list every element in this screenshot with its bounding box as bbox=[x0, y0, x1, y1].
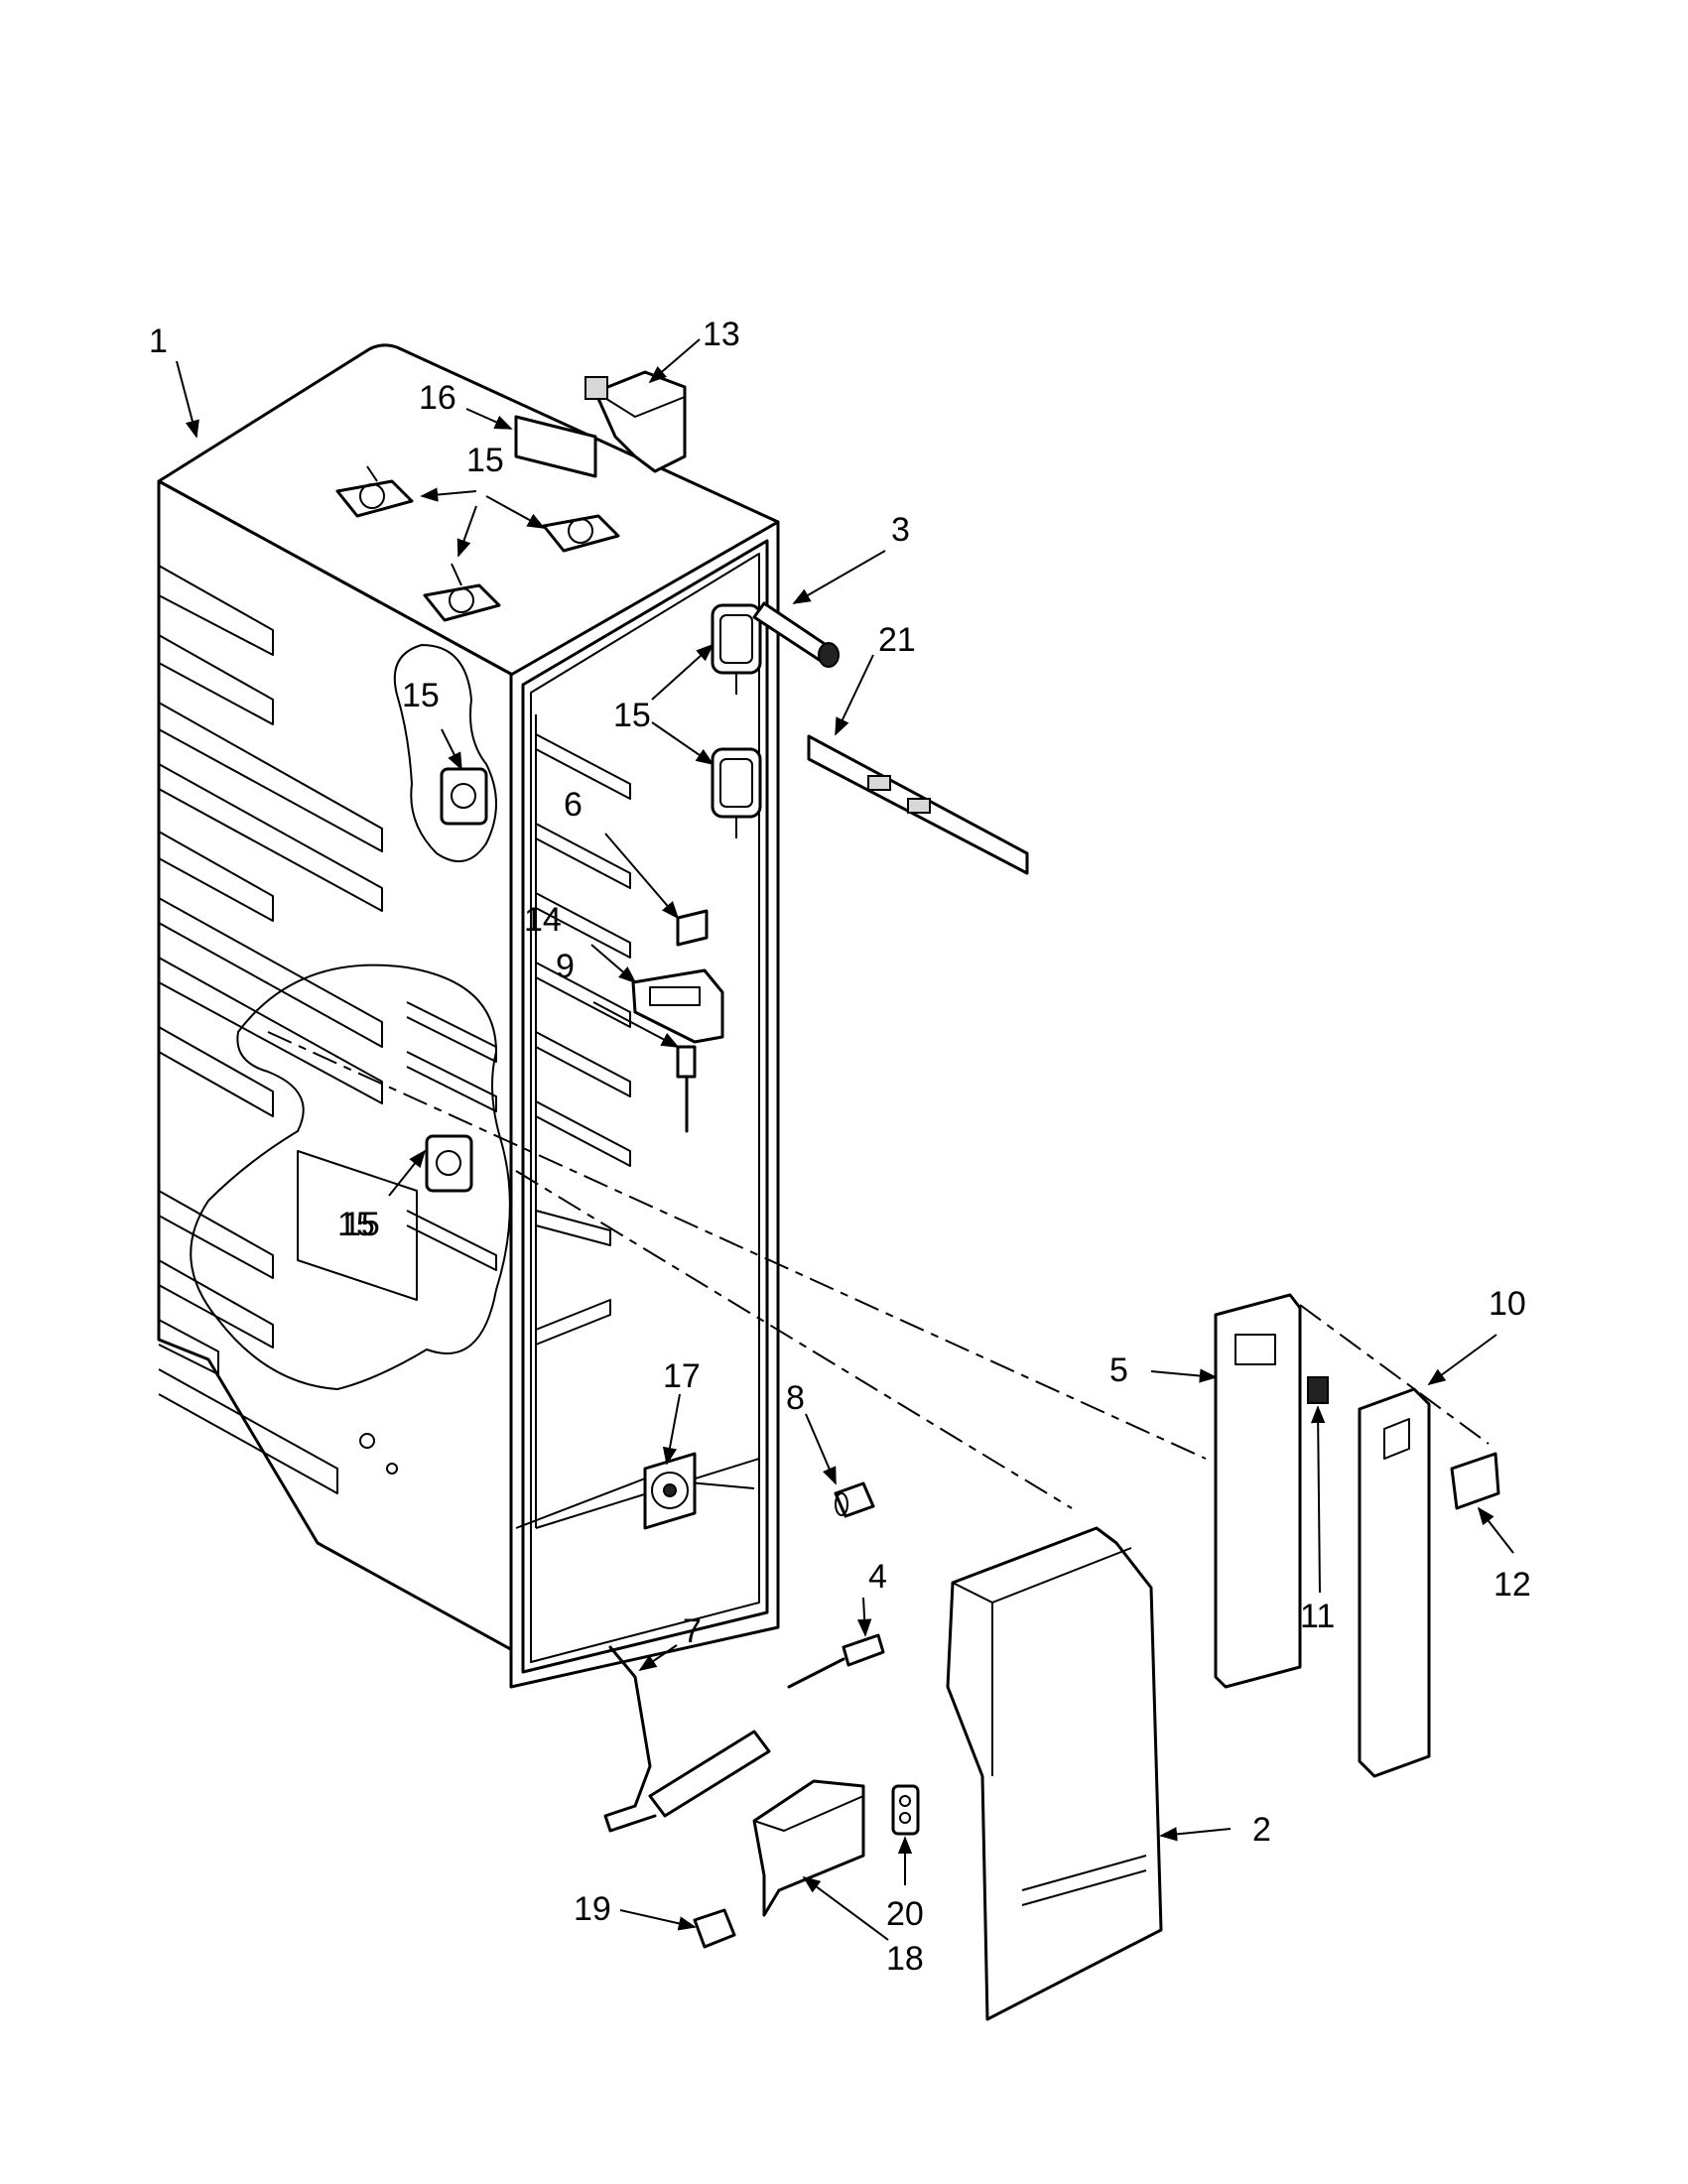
callout-15: 15 bbox=[613, 697, 651, 734]
callout-18: 18 bbox=[886, 1940, 924, 1978]
callout-1: 1 bbox=[149, 322, 168, 360]
part-6-clip bbox=[676, 909, 709, 947]
callout-12: 12 bbox=[1493, 1566, 1531, 1604]
part-14-housing bbox=[631, 968, 724, 1044]
callout-21: 21 bbox=[878, 621, 916, 659]
assembly-lines bbox=[267, 1031, 1490, 1509]
part-21-strip bbox=[807, 734, 1029, 875]
callout-16: 16 bbox=[419, 379, 456, 417]
callout-17: 17 bbox=[663, 1357, 701, 1395]
part-9-sensor bbox=[676, 1045, 697, 1133]
part-5-panel bbox=[1214, 1293, 1302, 1689]
callout-15: 15 bbox=[337, 1206, 375, 1243]
callout-11: 11 bbox=[1300, 1598, 1335, 1635]
part-4-thermistor bbox=[787, 1633, 885, 1689]
part-15-light-7 bbox=[711, 747, 762, 838]
callout-9: 9 bbox=[556, 948, 575, 985]
cutaway-lower bbox=[190, 964, 511, 1390]
part-3-cylinder bbox=[752, 601, 840, 668]
part-19-clip bbox=[693, 1908, 736, 1949]
cutaway-upper bbox=[393, 644, 497, 862]
callout-2: 2 bbox=[1252, 1811, 1271, 1849]
callout-14: 14 bbox=[524, 901, 562, 939]
part-8-connector bbox=[834, 1481, 875, 1518]
part-18-duct bbox=[752, 1779, 865, 1917]
callout-15: 15 bbox=[402, 677, 440, 714]
callout-15: 15 bbox=[466, 442, 504, 479]
callout-20: 20 bbox=[886, 1895, 924, 1933]
part-17-fan bbox=[643, 1452, 697, 1530]
part-7-heater bbox=[603, 1645, 771, 1833]
callout-labels: 1 13 16 15 15 3 21 15 15 6 14 9 15 17 8 … bbox=[149, 316, 1531, 1978]
callout-6: 6 bbox=[564, 786, 583, 824]
callout-4: 4 bbox=[868, 1558, 887, 1596]
part-20-block bbox=[891, 1784, 920, 1836]
callout-3: 3 bbox=[891, 511, 910, 549]
callout-7: 7 bbox=[683, 1612, 702, 1650]
callout-15: 15 bbox=[342, 1206, 380, 1243]
part-13-bracket bbox=[584, 370, 687, 473]
interior-rails bbox=[535, 733, 631, 1346]
part-11-small bbox=[1307, 1376, 1329, 1404]
callout-5: 5 bbox=[1109, 1351, 1128, 1389]
part-15-light-5 bbox=[425, 1134, 473, 1193]
callout-13: 13 bbox=[703, 316, 740, 353]
callout-10: 10 bbox=[1489, 1285, 1526, 1323]
part-15-light-3 bbox=[423, 563, 501, 622]
leader-lines bbox=[176, 338, 1514, 1941]
part-16-label bbox=[514, 415, 597, 478]
part-15-light-4 bbox=[440, 767, 488, 826]
part-15-light-2 bbox=[542, 514, 620, 553]
callout-19: 19 bbox=[574, 1890, 611, 1928]
part-12-plate bbox=[1450, 1452, 1500, 1510]
callout-8: 8 bbox=[786, 1379, 805, 1417]
part-2-cover bbox=[946, 1526, 1163, 2021]
part-15-light-1 bbox=[335, 465, 414, 518]
cabinet-ribs bbox=[158, 565, 383, 1494]
part-15-light-6 bbox=[711, 603, 762, 695]
part-10-panel bbox=[1358, 1387, 1431, 1778]
